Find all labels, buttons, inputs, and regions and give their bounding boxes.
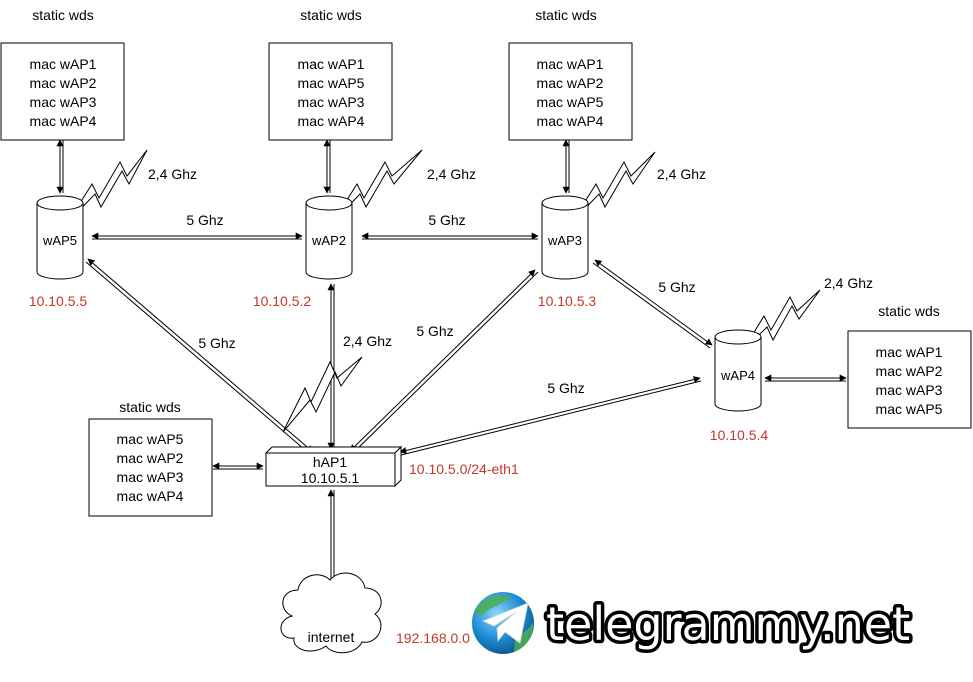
band-label: 2,4 Ghz: [148, 166, 197, 182]
wap5-lightning-icon: [67, 149, 148, 223]
wds-entry: mac wAP4: [30, 113, 97, 129]
wds-entry: mac wAP2: [117, 450, 184, 466]
node-ip: 10.10.5.1: [301, 470, 360, 486]
watermark: telegrammy.net: [470, 590, 914, 656]
node-wap3: wAP3: [541, 195, 589, 280]
wds-entry: mac wAP2: [537, 75, 604, 91]
wds-heading: static wds: [119, 399, 180, 415]
ip-label: 10.10.5.5: [29, 293, 88, 309]
ip-label: 10.10.5.4: [710, 427, 769, 443]
band-label: 2,4 Ghz: [343, 333, 392, 349]
wds-entry: mac wAP3: [117, 469, 184, 485]
watermark-text: telegrammy.net: [546, 597, 910, 651]
node-wap2: wAP2: [305, 195, 353, 280]
wds-entry: mac wAP1: [876, 344, 943, 360]
wds-entry: mac wAP1: [298, 56, 365, 72]
link-label: 5 Ghz: [416, 323, 453, 339]
ip-label: 10.10.5.2: [253, 293, 312, 309]
node-internet: internet: [280, 572, 382, 654]
link-label: 5 Ghz: [658, 279, 695, 295]
wds-entry: mac wAP4: [298, 113, 365, 129]
node-wap4: wAP4: [714, 329, 762, 412]
node-label: internet: [308, 629, 355, 645]
subnet-label: 192.168.0.0: [396, 630, 470, 646]
wds-entry: mac wAP5: [298, 75, 365, 91]
ip-label: 10.10.5.3: [538, 293, 597, 309]
cloud-icon: [280, 572, 382, 654]
wds-entry: mac wAP5: [117, 431, 184, 447]
wds-heading: static wds: [300, 7, 361, 23]
band-label: 2,4 Ghz: [824, 275, 873, 291]
telegram-logo-icon: [470, 590, 536, 656]
wds-heading: static wds: [32, 7, 93, 23]
wds-heading: static wds: [878, 303, 939, 319]
wap3-lightning-icon: [571, 151, 656, 223]
wds-entry: mac wAP1: [537, 56, 604, 72]
band-label: 2,4 Ghz: [657, 166, 706, 182]
link-label: 5 Ghz: [547, 380, 584, 396]
wds-entry: mac wAP3: [298, 94, 365, 110]
wds-entry: mac wAP1: [30, 56, 97, 72]
wds-heading: static wds: [535, 7, 596, 23]
wds-entry: mac wAP3: [30, 94, 97, 110]
wap2-lightning-icon: [332, 149, 423, 223]
wds-entry: mac wAP2: [30, 75, 97, 91]
node-label: wAP5: [42, 233, 77, 248]
node-label: hAP1: [313, 454, 347, 470]
link-label: 5 Ghz: [198, 335, 235, 351]
wds-entry: mac wAP5: [537, 94, 604, 110]
wireless-signals: [67, 149, 821, 433]
wds-box-wap4: mac wAP1 mac wAP2 mac wAP3 mac wAP5: [847, 330, 972, 429]
wds-entry: mac wAP3: [876, 382, 943, 398]
wap4-lightning-icon: [741, 289, 821, 353]
wds-entry: mac wAP4: [537, 113, 604, 129]
links: [56, 139, 847, 599]
wds-box-hap1: mac wAP5 mac wAP2 mac wAP3 mac wAP4: [88, 418, 213, 517]
wds-entry: mac wAP4: [117, 488, 184, 504]
subnet-label: 10.10.5.0/24-eth1: [409, 461, 519, 477]
node-label: wAP3: [547, 233, 582, 248]
link-label: 5 Ghz: [186, 212, 223, 228]
node-wap5: wAP5: [36, 195, 84, 280]
node-hap1: hAP1 10.10.5.1: [264, 445, 403, 488]
band-label: 2,4 Ghz: [427, 166, 476, 182]
node-label: wAP4: [720, 368, 755, 383]
wds-box-wap3: mac wAP1 mac wAP2 mac wAP5 mac wAP4: [508, 42, 633, 141]
hap1-lightning-icon: [282, 356, 363, 433]
link-label: 5 Ghz: [428, 212, 465, 228]
node-label: wAP2: [311, 233, 346, 248]
wds-entry: mac wAP5: [876, 401, 943, 417]
wds-box-wap5: mac wAP1 mac wAP2 mac wAP3 mac wAP4: [0, 42, 125, 141]
wds-box-wap2: mac wAP1 mac wAP5 mac wAP3 mac wAP4: [268, 42, 393, 141]
wds-entry: mac wAP2: [876, 363, 943, 379]
